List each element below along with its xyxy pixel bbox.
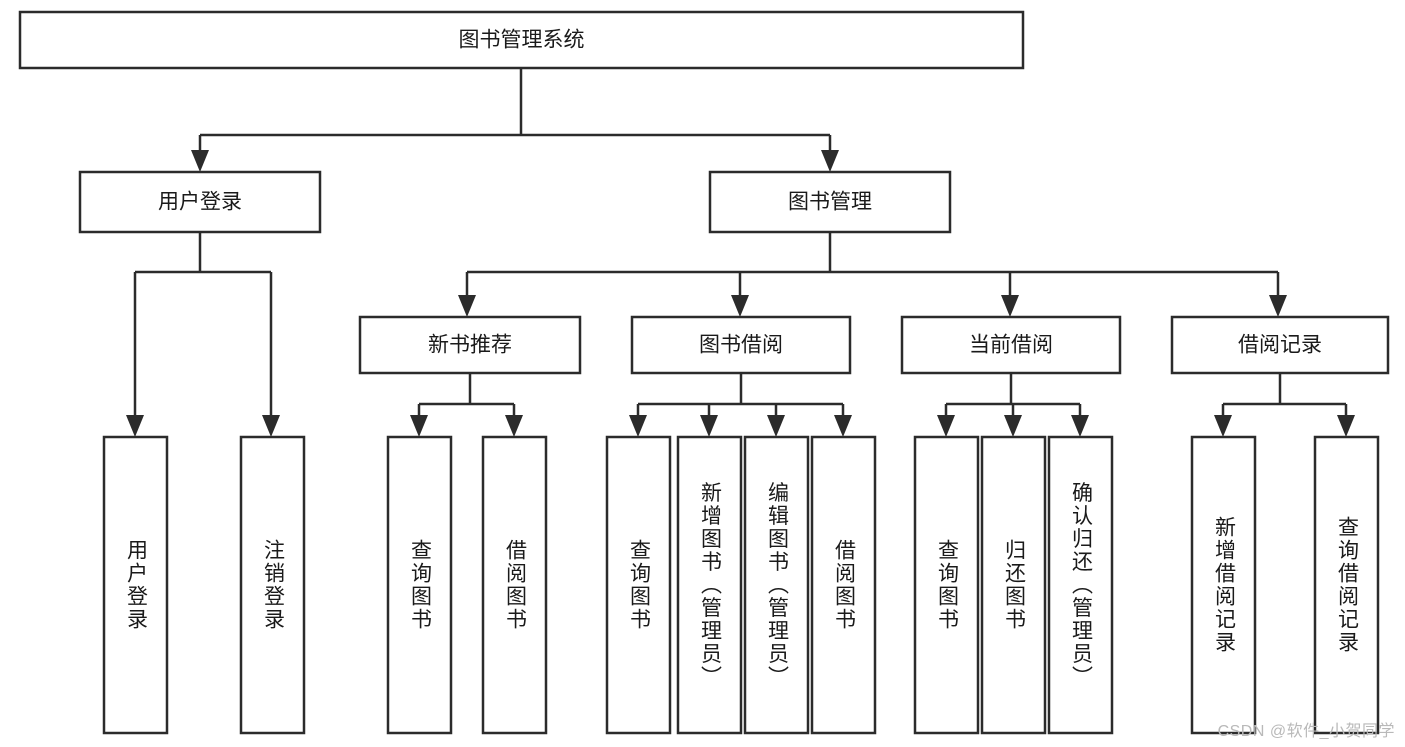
arrow-to-leaf-edit-book	[767, 415, 785, 437]
node-book-manage[interactable]: 图书管理	[708, 170, 952, 234]
node-new-book-rec-label: 新书推荐	[428, 334, 512, 357]
arrow-to-leaf-query-book-1	[410, 415, 428, 437]
node-leaf-edit-book[interactable]: 编辑图书（管理员）	[743, 435, 810, 735]
node-leaf-borrow-book-2[interactable]: 借阅图书	[810, 435, 877, 735]
edge-bookmanage-bus	[465, 232, 1280, 305]
arrow-to-book-manage	[821, 150, 839, 172]
arrow-to-leaf-query-book-3	[937, 415, 955, 437]
node-leaf-query-book-1[interactable]: 查询图书	[386, 435, 453, 735]
node-current-borrow[interactable]: 当前借阅	[900, 315, 1122, 375]
node-book-manage-label: 图书管理	[788, 191, 872, 214]
node-book-borrow[interactable]: 图书借阅	[630, 315, 852, 375]
node-leaf-logout-label: 注销登录	[261, 539, 285, 631]
edge-borrowrecord-bus	[1221, 373, 1348, 425]
arrow-to-leaf-logout	[262, 415, 280, 437]
node-leaf-query-record[interactable]: 查询借阅记录	[1313, 435, 1380, 735]
arrow-to-leaf-query-record	[1337, 415, 1355, 437]
node-user-login-box[interactable]	[78, 170, 322, 234]
node-user-login-label: 用户登录	[158, 191, 242, 214]
edge-newbookrec-bus	[417, 373, 516, 425]
node-leaf-borrow-book-2-label: 借阅图书	[832, 539, 856, 631]
node-leaf-query-book-1-box[interactable]	[386, 435, 453, 735]
arrow-to-leaf-borrow-book-1	[505, 415, 523, 437]
node-leaf-user-login[interactable]: 用户登录	[102, 435, 169, 735]
node-leaf-query-book-3[interactable]: 查询图书	[913, 435, 980, 735]
arrow-to-user-login	[191, 150, 209, 172]
node-leaf-query-book-3-label: 查询图书	[935, 539, 959, 631]
arrow-to-new-book-rec	[458, 295, 476, 317]
arrow-to-leaf-add-book	[700, 415, 718, 437]
node-leaf-query-record-label: 查询借阅记录	[1335, 516, 1359, 654]
node-borrow-record-box[interactable]	[1170, 315, 1390, 375]
node-leaf-edit-book-box[interactable]	[743, 435, 810, 735]
edge-root-bus	[198, 68, 832, 160]
arrow-to-current-borrow	[1001, 295, 1019, 317]
node-leaf-borrow-book-1[interactable]: 借阅图书	[481, 435, 548, 735]
node-user-login[interactable]: 用户登录	[78, 170, 322, 234]
node-leaf-query-record-box[interactable]	[1313, 435, 1380, 735]
node-new-book-rec-box[interactable]	[358, 315, 582, 375]
node-leaf-add-book-label: 新增图书（管理员）	[698, 482, 722, 689]
node-leaf-logout-box[interactable]	[239, 435, 306, 735]
node-leaf-edit-book-label: 编辑图书（管理员）	[765, 482, 789, 689]
node-borrow-record-label: 借阅记录	[1238, 334, 1322, 357]
node-book-borrow-label: 图书借阅	[699, 334, 783, 357]
node-book-manage-box[interactable]	[708, 170, 952, 234]
node-root[interactable]: 图书管理系统	[18, 10, 1025, 70]
node-leaf-return-book-label: 归还图书	[1002, 539, 1026, 631]
arrow-to-leaf-user-login	[126, 415, 144, 437]
node-leaf-borrow-book-1-label: 借阅图书	[503, 539, 527, 631]
edge-userlogin-bus	[133, 232, 273, 425]
node-leaf-return-book-box[interactable]	[980, 435, 1047, 735]
node-leaf-add-record-box[interactable]	[1190, 435, 1257, 735]
node-leaf-confirm-return[interactable]: 确认归还（管理员）	[1047, 435, 1114, 735]
node-leaf-query-book-2-label: 查询图书	[627, 539, 651, 631]
node-leaf-return-book[interactable]: 归还图书	[980, 435, 1047, 735]
node-leaf-confirm-return-label: 确认归还（管理员）	[1069, 482, 1093, 689]
arrow-to-leaf-confirm-return	[1071, 415, 1089, 437]
node-root-label: 图书管理系统	[459, 29, 585, 52]
node-current-borrow-box[interactable]	[900, 315, 1122, 375]
edge-layer	[126, 68, 1355, 437]
node-leaf-confirm-return-box[interactable]	[1047, 435, 1114, 735]
node-leaf-add-record-label: 新增借阅记录	[1212, 516, 1236, 654]
edge-bookborrow-bus	[636, 373, 845, 425]
node-current-borrow-label: 当前借阅	[969, 334, 1053, 357]
node-root-box[interactable]	[18, 10, 1025, 70]
arrow-to-leaf-query-book-2	[629, 415, 647, 437]
arrow-to-leaf-borrow-book-2	[834, 415, 852, 437]
node-borrow-record[interactable]: 借阅记录	[1170, 315, 1390, 375]
arrow-to-book-borrow	[731, 295, 749, 317]
node-leaf-user-login-box[interactable]	[102, 435, 169, 735]
node-leaf-add-record[interactable]: 新增借阅记录	[1190, 435, 1257, 735]
edge-currentborrow-bus	[944, 373, 1082, 425]
node-leaf-user-login-label: 用户登录	[124, 539, 148, 631]
arrow-to-leaf-add-record	[1214, 415, 1232, 437]
node-book-borrow-box[interactable]	[630, 315, 852, 375]
node-leaf-add-book[interactable]: 新增图书（管理员）	[676, 435, 743, 735]
arrow-to-borrow-record	[1269, 295, 1287, 317]
node-new-book-rec[interactable]: 新书推荐	[358, 315, 582, 375]
node-leaf-borrow-book-2-box[interactable]	[810, 435, 877, 735]
node-leaf-query-book-2-box[interactable]	[605, 435, 672, 735]
node-leaf-query-book-3-box[interactable]	[913, 435, 980, 735]
node-leaf-query-book-1-label: 查询图书	[408, 539, 432, 631]
node-leaf-add-book-box[interactable]	[676, 435, 743, 735]
node-leaf-borrow-book-1-box[interactable]	[481, 435, 548, 735]
arrow-to-leaf-return-book	[1004, 415, 1022, 437]
node-leaf-query-book-2[interactable]: 查询图书	[605, 435, 672, 735]
node-leaf-logout[interactable]: 注销登录	[239, 435, 306, 735]
